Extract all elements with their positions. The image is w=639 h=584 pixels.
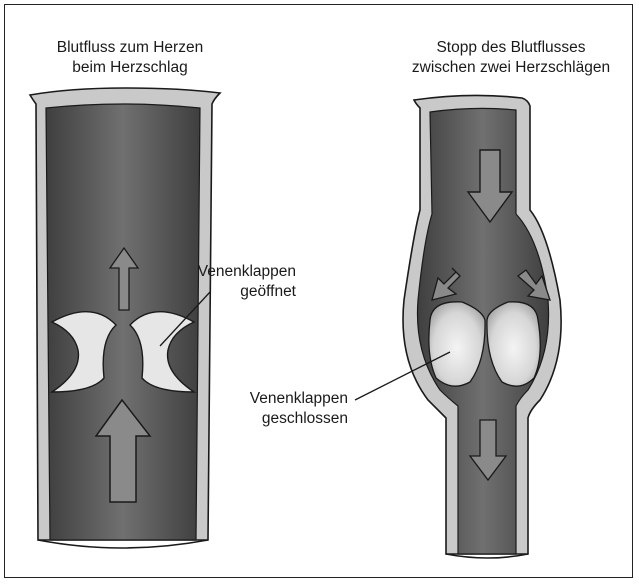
open-valves-line2: geöffnet — [196, 282, 296, 302]
right-vein — [403, 95, 561, 558]
left-vein — [30, 88, 220, 548]
open-valves-label: Venenklappen geöffnet — [196, 262, 296, 302]
right-panel-title: Stopp des Blutflusses zwischen zwei Herz… — [386, 38, 636, 78]
left-title-line2: beim Herzschlag — [20, 58, 240, 78]
open-valves-line1: Venenklappen — [196, 262, 296, 282]
closed-valves-label: Venenklappen geschlossen — [218, 389, 348, 429]
left-title-line1: Blutfluss zum Herzen — [20, 38, 240, 58]
closed-valves-line1: Venenklappen — [218, 389, 348, 409]
closed-valves-line2: geschlossen — [218, 409, 348, 429]
right-title-line1: Stopp des Blutflusses — [386, 38, 636, 58]
left-vein-bottom-edge — [38, 540, 208, 548]
left-panel-title: Blutfluss zum Herzen beim Herzschlag — [20, 38, 240, 78]
right-title-line2: zwischen zwei Herzschlägen — [386, 58, 636, 78]
